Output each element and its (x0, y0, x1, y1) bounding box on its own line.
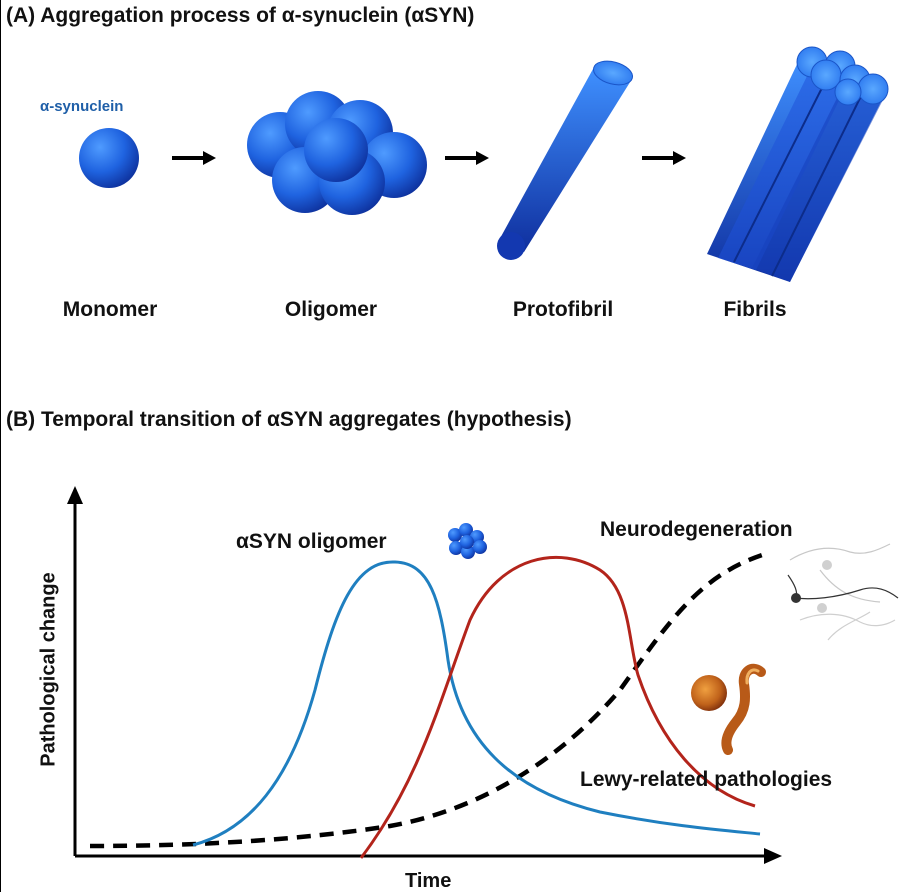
lewy-body-icon (691, 663, 766, 755)
curve-oligomer (192, 560, 761, 847)
stage-label-protofibril: Protofibril (512, 298, 614, 321)
fibrils-bundle (707, 46, 889, 282)
stage-label-oligomer: Oligomer (284, 298, 378, 321)
arrow-1 (172, 151, 216, 165)
curve-neurodegeneration (89, 551, 766, 849)
oligomer-mini-icon (448, 523, 487, 559)
stage-label-monomer: Monomer (62, 298, 158, 321)
stage-label-fibrils: Fibrils (723, 298, 787, 321)
label-oligomer: αSYN oligomer (236, 530, 387, 553)
panel-a-heading: (A) Aggregation process of α-synuclein (… (6, 4, 475, 27)
left-frame-line (0, 0, 1, 892)
x-axis-label: Time (405, 870, 452, 892)
arrow-3 (642, 151, 686, 165)
arrow-2 (445, 151, 489, 165)
monomer-caption: α-synuclein (40, 98, 124, 115)
oligomer-cluster (247, 91, 427, 215)
y-axis-label: Pathological change (37, 572, 60, 767)
monomer-sphere (79, 128, 139, 188)
protofibril-rod (497, 60, 634, 260)
label-neurodegeneration: Neurodegeneration (600, 518, 793, 541)
panel-b-heading: (B) Temporal transition of αSYN aggregat… (6, 408, 572, 431)
label-lewy: Lewy-related pathologies (580, 768, 833, 791)
neuron-network-icon (787, 543, 899, 641)
curve-lewy (359, 556, 756, 859)
axes (67, 486, 782, 864)
